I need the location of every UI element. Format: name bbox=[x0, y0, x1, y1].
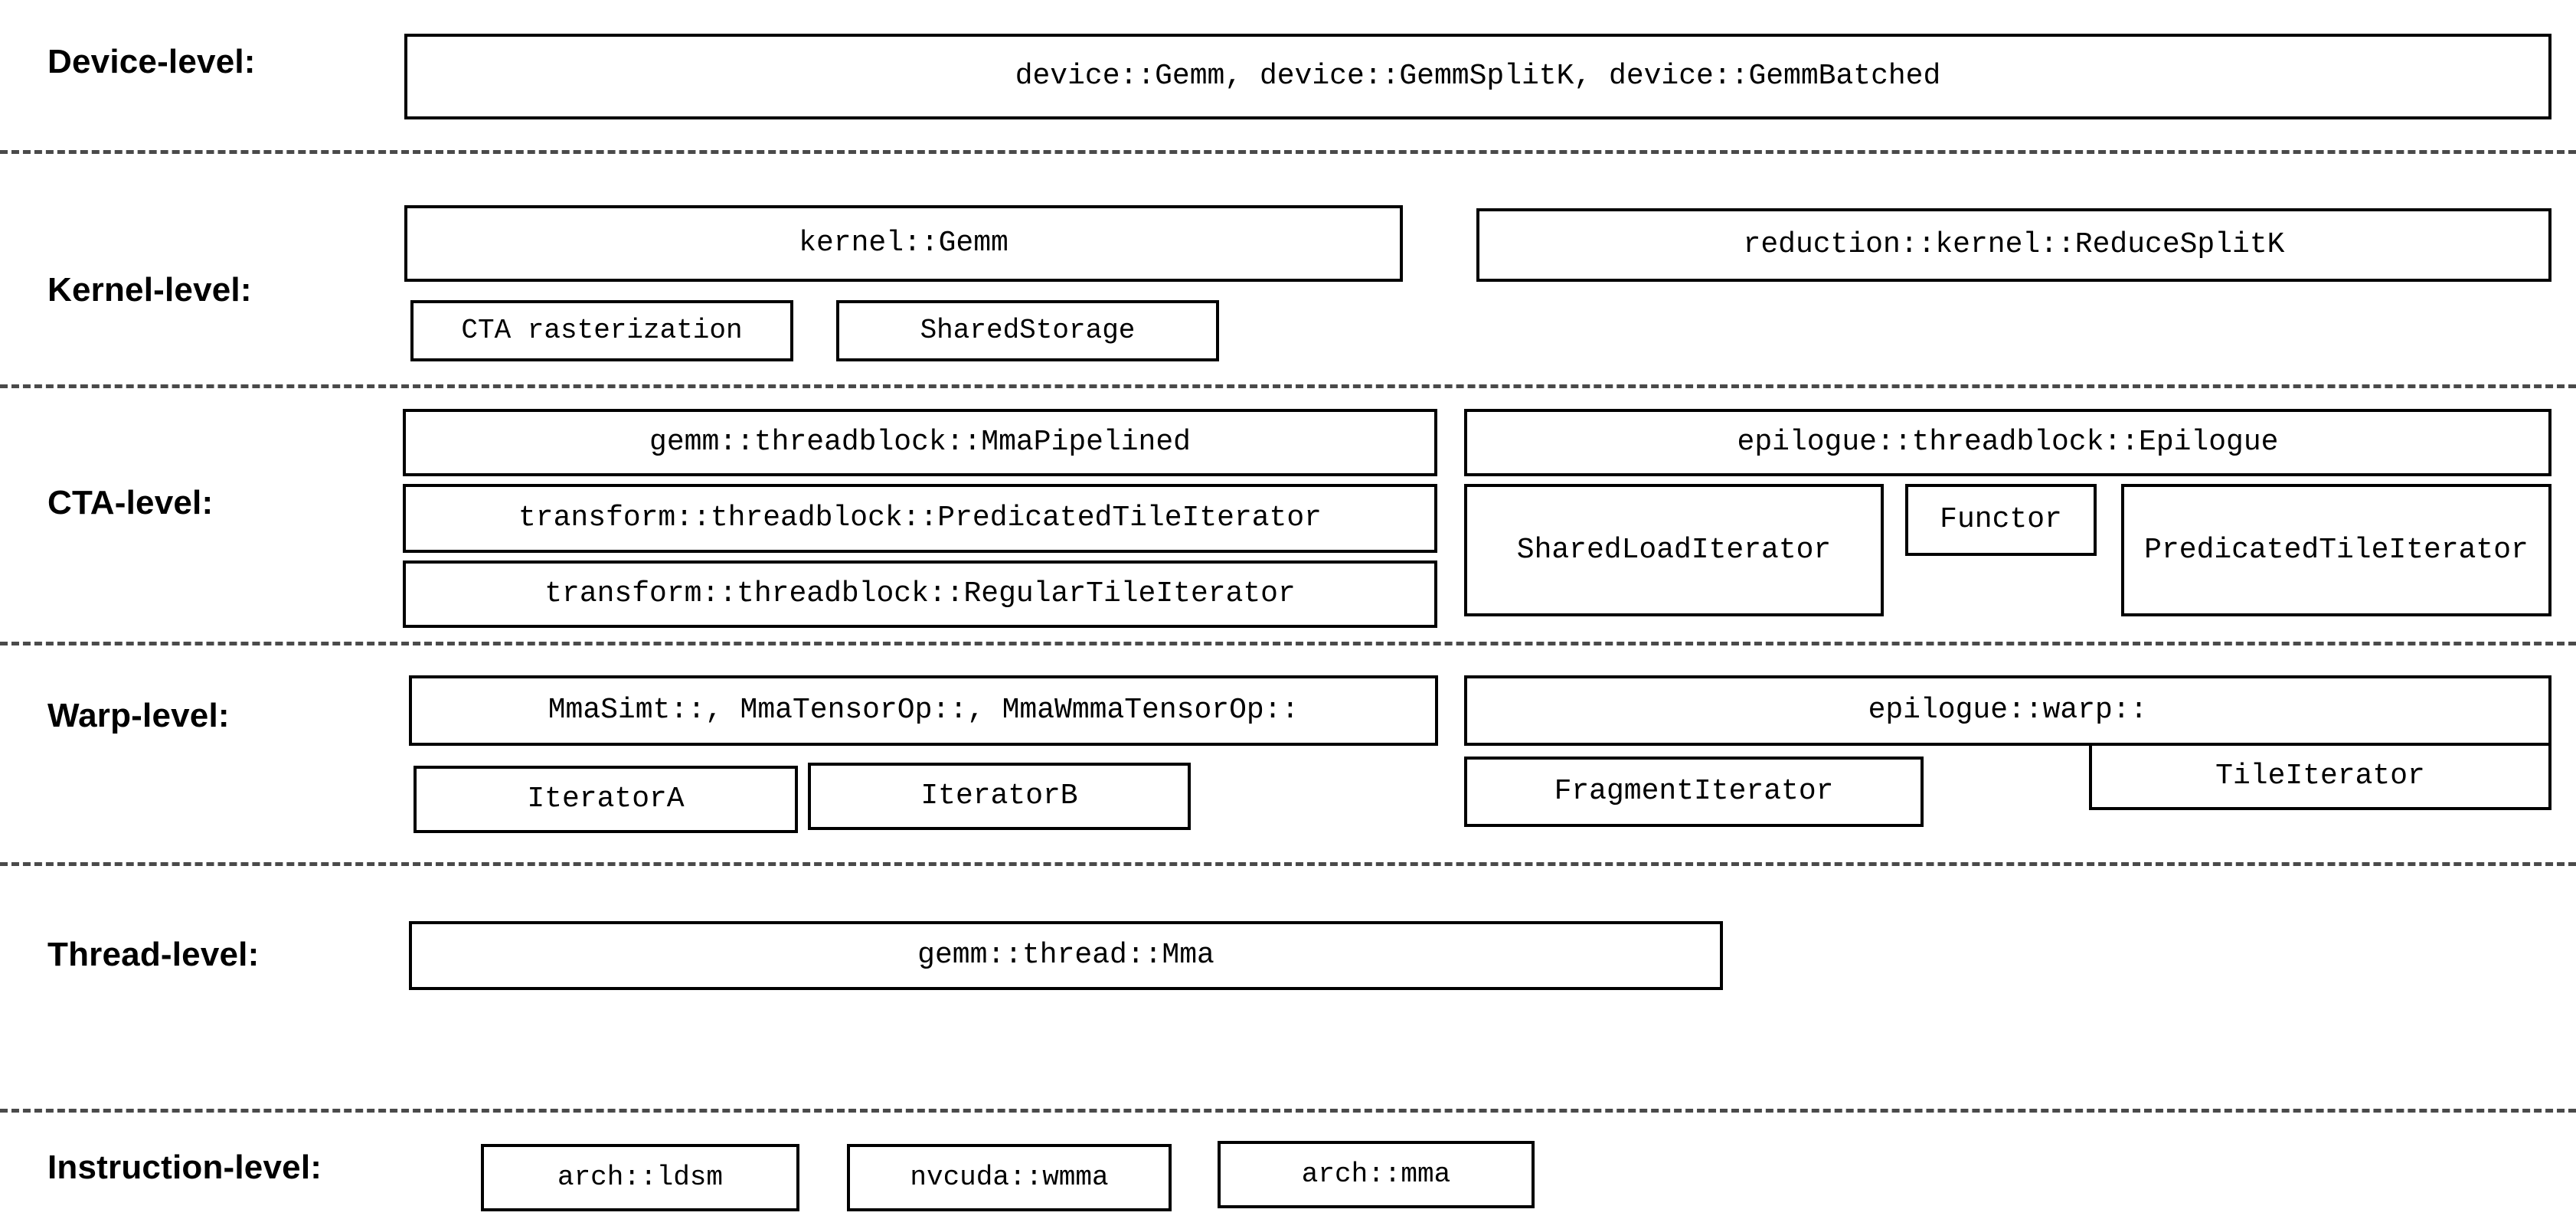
epilogue-predicated-tile-iterator-label: PredicatedTileIterator bbox=[2144, 533, 2529, 567]
kernel-gemm-box: kernel::Gemm bbox=[404, 205, 1403, 282]
functor-box: Functor bbox=[1905, 484, 2097, 556]
reduction-reducesplitk-box: reduction::kernel::ReduceSplitK bbox=[1476, 208, 2551, 282]
iterator-a-label: IteratorA bbox=[527, 783, 685, 815]
fragment-iterator-box: FragmentIterator bbox=[1464, 757, 1924, 827]
mma-pipelined-box: gemm::threadblock::MmaPipelined bbox=[403, 409, 1437, 476]
shared-storage-label: SharedStorage bbox=[920, 315, 1136, 346]
mma-variants-box: MmaSimt::, MmaTensorOp::, MmaWmmaTensorO… bbox=[409, 675, 1438, 746]
level-label-kernel: Kernel-level: bbox=[47, 271, 252, 309]
cta-rasterization-box: CTA rasterization bbox=[410, 300, 793, 361]
functor-label: Functor bbox=[1940, 503, 2062, 536]
shared-storage-box: SharedStorage bbox=[836, 300, 1219, 361]
arch-ldsm-box: arch::ldsm bbox=[481, 1144, 799, 1211]
shared-load-iterator-label: SharedLoadIterator bbox=[1516, 533, 1832, 567]
device-gemm-label: device::Gemm, device::GemmSplitK, device… bbox=[1015, 60, 1941, 93]
predicated-tile-iterator-label: transform::threadblock::PredicatedTileIt… bbox=[518, 502, 1322, 534]
level-label-instruction: Instruction-level: bbox=[47, 1149, 322, 1186]
predicated-tile-iterator-box: transform::threadblock::PredicatedTileIt… bbox=[403, 484, 1437, 553]
separator-kernel-cta bbox=[0, 384, 2576, 388]
tile-iterator-label: TileIterator bbox=[2215, 760, 2425, 793]
regular-tile-iterator-box: transform::threadblock::RegularTileItera… bbox=[403, 560, 1437, 628]
shared-load-iterator-box: SharedLoadIterator bbox=[1464, 484, 1884, 616]
mma-variants-label: MmaSimt::, MmaTensorOp::, MmaWmmaTensorO… bbox=[548, 694, 1299, 727]
nvcuda-wmma-label: nvcuda::wmma bbox=[910, 1162, 1109, 1193]
arch-ldsm-label: arch::ldsm bbox=[557, 1162, 724, 1193]
epilogue-warp-label: epilogue::warp:: bbox=[1868, 694, 2148, 727]
level-label-thread: Thread-level: bbox=[47, 936, 260, 973]
iterator-b-label: IteratorB bbox=[920, 779, 1078, 812]
epilogue-threadblock-label: epilogue::threadblock::Epilogue bbox=[1737, 426, 2279, 459]
gemm-thread-mma-box: gemm::thread::Mma bbox=[409, 921, 1723, 990]
regular-tile-iterator-label: transform::threadblock::RegularTileItera… bbox=[544, 577, 1296, 610]
iterator-b-box: IteratorB bbox=[808, 763, 1191, 830]
separator-device-kernel bbox=[0, 150, 2576, 154]
fragment-iterator-label: FragmentIterator bbox=[1554, 775, 1834, 808]
reduction-reducesplitk-label: reduction::kernel::ReduceSplitK bbox=[1743, 228, 2285, 261]
epilogue-threadblock-box: epilogue::threadblock::Epilogue bbox=[1464, 409, 2551, 476]
level-label-cta: CTA-level: bbox=[47, 484, 214, 521]
separator-cta-warp bbox=[0, 642, 2576, 645]
iterator-a-box: IteratorA bbox=[414, 766, 798, 833]
device-gemm-box: device::Gemm, device::GemmSplitK, device… bbox=[404, 34, 2551, 119]
separator-thread-instruction bbox=[0, 1109, 2576, 1113]
mma-pipelined-label: gemm::threadblock::MmaPipelined bbox=[649, 426, 1191, 459]
arch-mma-box: arch::mma bbox=[1218, 1141, 1535, 1208]
tile-iterator-box: TileIterator bbox=[2089, 743, 2551, 810]
separator-warp-thread bbox=[0, 862, 2576, 866]
level-label-warp: Warp-level: bbox=[47, 697, 230, 734]
arch-mma-label: arch::mma bbox=[1301, 1159, 1451, 1190]
cta-rasterization-label: CTA rasterization bbox=[461, 315, 743, 346]
gemm-thread-mma-label: gemm::thread::Mma bbox=[917, 939, 1214, 972]
epilogue-predicated-tile-iterator-box: PredicatedTileIterator bbox=[2121, 484, 2551, 616]
epilogue-warp-box: epilogue::warp:: bbox=[1464, 675, 2551, 746]
level-label-device: Device-level: bbox=[47, 43, 256, 80]
nvcuda-wmma-box: nvcuda::wmma bbox=[847, 1144, 1172, 1211]
kernel-gemm-label: kernel::Gemm bbox=[799, 227, 1008, 260]
